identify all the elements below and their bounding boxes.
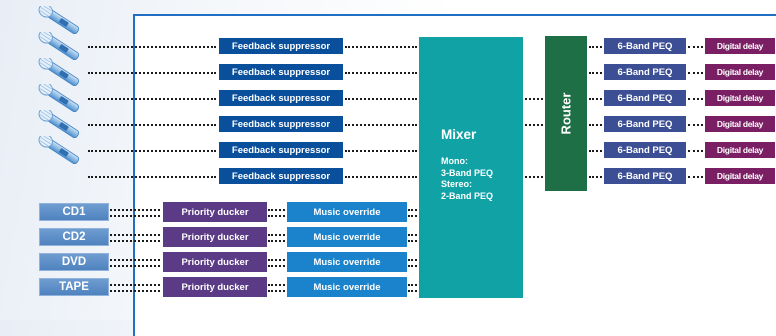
priority-ducker: Priority ducker xyxy=(163,227,267,247)
music-override: Music override xyxy=(287,277,407,297)
signal-line xyxy=(589,98,602,100)
six-band-peq: 6-Band PEQ xyxy=(604,142,686,158)
digital-delay: Digital delay xyxy=(705,38,775,54)
source-cd2: CD2 xyxy=(39,228,109,246)
stereo-line xyxy=(110,234,160,242)
signal-line xyxy=(88,124,216,126)
digital-delay: Digital delay xyxy=(705,168,775,184)
six-band-peq: 6-Band PEQ xyxy=(604,168,686,184)
source-tape: TAPE xyxy=(39,278,109,296)
signal-line xyxy=(525,124,543,126)
microphone-icon xyxy=(32,81,88,113)
feedback-suppressor: Feedback suppressor xyxy=(219,168,343,184)
stereo-line xyxy=(110,284,160,292)
microphone-icon xyxy=(32,107,88,139)
source-dvd: DVD xyxy=(39,253,109,271)
music-override: Music override xyxy=(287,202,407,222)
priority-ducker: Priority ducker xyxy=(163,252,267,272)
stereo-line xyxy=(110,209,160,217)
microphone-icon xyxy=(32,3,88,35)
digital-delay: Digital delay xyxy=(705,142,775,158)
feedback-suppressor: Feedback suppressor xyxy=(219,116,343,132)
signal-line xyxy=(688,98,703,100)
signal-line xyxy=(345,98,417,100)
signal-line xyxy=(688,46,703,48)
stereo-line xyxy=(408,259,417,267)
digital-delay: Digital delay xyxy=(705,64,775,80)
six-band-peq: 6-Band PEQ xyxy=(604,116,686,132)
signal-line xyxy=(688,72,703,74)
signal-line xyxy=(589,72,602,74)
signal-line xyxy=(589,176,602,178)
signal-line xyxy=(88,98,216,100)
stereo-line xyxy=(268,209,285,217)
microphone-icon xyxy=(32,29,88,61)
signal-line xyxy=(525,98,543,100)
signal-line xyxy=(88,72,216,74)
signal-line xyxy=(688,124,703,126)
feedback-suppressor: Feedback suppressor xyxy=(219,142,343,158)
signal-line xyxy=(688,176,703,178)
router-block: Router xyxy=(545,36,587,191)
stereo-line xyxy=(408,209,417,217)
digital-delay: Digital delay xyxy=(705,116,775,132)
signal-line xyxy=(589,150,602,152)
stereo-line xyxy=(268,234,285,242)
signal-line xyxy=(589,124,602,126)
signal-line xyxy=(589,46,602,48)
mixer-title: Mixer xyxy=(441,127,477,142)
music-override: Music override xyxy=(287,227,407,247)
signal-line xyxy=(525,176,543,178)
signal-line xyxy=(88,176,216,178)
mixer-line: 2-Band PEQ xyxy=(441,190,494,201)
feedback-suppressor: Feedback suppressor xyxy=(219,38,343,54)
signal-line xyxy=(345,150,417,152)
mixer-block: Mixer Mono: 3-Band PEQ Stereo: 2-Band PE… xyxy=(419,37,523,298)
source-cd1: CD1 xyxy=(39,203,109,221)
signal-line xyxy=(345,124,417,126)
feedback-suppressor: Feedback suppressor xyxy=(219,64,343,80)
router-label: Router xyxy=(558,92,574,135)
signal-line xyxy=(345,72,417,74)
stereo-line xyxy=(408,284,417,292)
stereo-line xyxy=(110,259,160,267)
mixer-description: Mono: 3-Band PEQ Stereo: 2-Band PEQ xyxy=(441,156,523,202)
signal-line xyxy=(688,150,703,152)
feedback-suppressor: Feedback suppressor xyxy=(219,90,343,106)
stereo-line xyxy=(268,259,285,267)
priority-ducker: Priority ducker xyxy=(163,202,267,222)
microphone-icon xyxy=(32,133,88,165)
signal-line xyxy=(88,150,216,152)
digital-delay: Digital delay xyxy=(705,90,775,106)
signal-line xyxy=(88,46,216,48)
signal-line xyxy=(345,176,417,178)
six-band-peq: 6-Band PEQ xyxy=(604,38,686,54)
six-band-peq: 6-Band PEQ xyxy=(604,90,686,106)
stereo-line xyxy=(268,284,285,292)
mixer-line: Mono: xyxy=(441,156,468,166)
music-override: Music override xyxy=(287,252,407,272)
stereo-line xyxy=(408,234,417,242)
signal-line xyxy=(345,46,417,48)
priority-ducker: Priority ducker xyxy=(163,277,267,297)
mixer-line: 3-Band PEQ xyxy=(441,167,494,178)
mixer-line: Stereo: xyxy=(441,179,473,189)
microphone-icon xyxy=(32,55,88,87)
six-band-peq: 6-Band PEQ xyxy=(604,64,686,80)
